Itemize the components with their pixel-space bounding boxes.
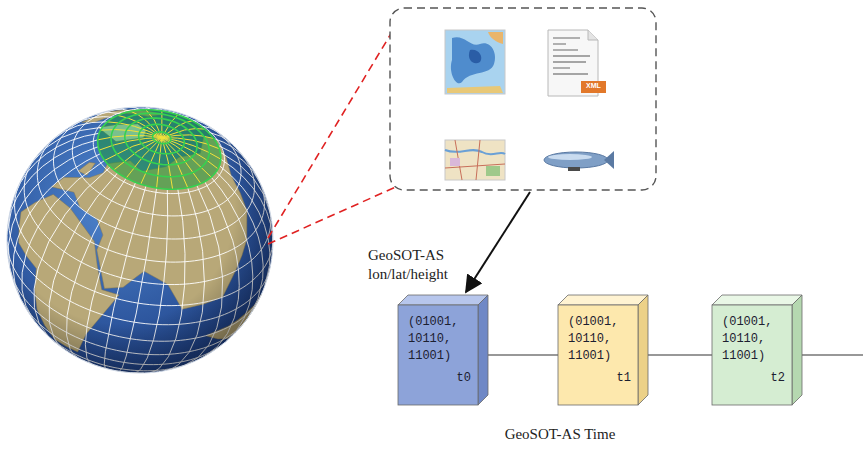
- grid-code: (01001, 10110, 11001): [568, 314, 631, 364]
- time-cube: (01001, 10110, 11001) t2: [712, 295, 802, 405]
- cube-front: [712, 305, 792, 405]
- icon-detail: [553, 38, 590, 74]
- cube-front: [558, 305, 638, 405]
- time-link: [648, 354, 712, 355]
- time-step: t1: [568, 370, 631, 387]
- time-cube: (01001, 10110, 11001) t0: [398, 295, 488, 405]
- icon-detail: [445, 150, 505, 154]
- cube-face: (01001, 10110, 11001) t2: [712, 305, 792, 405]
- icon-detail: [553, 61, 586, 62]
- icon-detail: [553, 37, 580, 38]
- time-step: t0: [408, 370, 471, 387]
- airship-icon: [544, 151, 614, 171]
- cube-side: [478, 295, 488, 405]
- time-link: [488, 354, 558, 355]
- cube-front: [398, 305, 478, 405]
- map-icon: [445, 140, 505, 180]
- zoom-leader: [268, 22, 398, 238]
- cube-top: [558, 295, 648, 305]
- icon-detail: [553, 55, 590, 56]
- cube-side: [792, 295, 802, 405]
- icon-detail: [553, 43, 566, 44]
- cube-face: (01001, 10110, 11001) t0: [398, 305, 478, 405]
- icon-detail: [544, 152, 608, 168]
- data-panel: [390, 8, 656, 190]
- file-tag: XML: [581, 82, 606, 91]
- cube-top: [398, 295, 488, 305]
- icon-detail: [445, 140, 505, 180]
- time-cube: (01001, 10110, 11001) t1: [558, 295, 648, 405]
- xml-tag: [581, 81, 606, 93]
- globe-shading: [7, 107, 273, 373]
- icon-detail: [451, 37, 495, 83]
- icon-detail: [445, 30, 505, 94]
- icon-detail: [553, 49, 578, 50]
- cube-top: [712, 295, 802, 305]
- grid-code: (01001, 10110, 11001): [408, 314, 471, 364]
- axis-label: GeoSOT-AS lon/lat/height: [368, 246, 472, 284]
- icon-detail: [553, 73, 588, 74]
- icon-detail: [486, 166, 500, 176]
- icon-detail: [447, 86, 503, 93]
- icon-detail: [568, 167, 580, 171]
- icon-detail: [588, 30, 598, 40]
- icon-detail: [469, 50, 481, 64]
- icon-detail: [488, 32, 503, 44]
- grid-code: (01001, 10110, 11001): [722, 314, 785, 364]
- globe: [7, 107, 273, 373]
- cube-side: [638, 295, 648, 405]
- xml-document-icon: [548, 30, 606, 96]
- grid-lines: [7, 107, 273, 373]
- mapping-arrow: [466, 192, 530, 292]
- icon-detail: [450, 158, 460, 166]
- zoom-leader: [268, 186, 398, 244]
- icon-detail: [445, 140, 505, 180]
- cube-face: (01001, 10110, 11001) t1: [558, 305, 638, 405]
- icon-detail: [548, 154, 592, 160]
- icon-detail: [553, 67, 570, 68]
- ocean: [7, 107, 273, 373]
- icon-detail: [604, 151, 614, 169]
- timeline-continuation: [802, 354, 863, 355]
- map-icon: [445, 30, 505, 94]
- time-step: t2: [722, 370, 785, 387]
- axis-label: GeoSOT-AS Time: [490, 425, 630, 444]
